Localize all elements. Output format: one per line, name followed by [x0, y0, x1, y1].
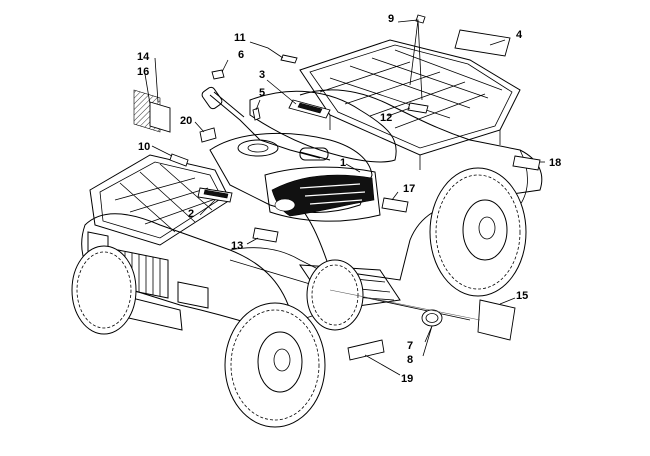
callout-18: 18	[549, 157, 561, 169]
decal-18	[512, 155, 541, 171]
decal-19	[347, 339, 385, 361]
decal-9	[415, 14, 426, 24]
rear-left-wheel	[306, 259, 364, 331]
callout-13: 13	[231, 240, 243, 252]
callout-19: 19	[401, 373, 413, 385]
callout-labels: 1 2 3 4 5 6 7 8 9 10 11 12 13 14 15 16 1…	[137, 13, 561, 385]
callout-16: 16	[137, 66, 149, 78]
callout-10: 10	[138, 141, 150, 153]
callout-7: 7	[407, 340, 413, 352]
decal-16	[149, 101, 171, 133]
leader-lines	[144, 19, 545, 376]
decal-12	[407, 102, 429, 114]
decal-8	[425, 313, 439, 323]
decal-7	[421, 309, 443, 327]
callout-20: 20	[180, 115, 192, 127]
decals	[133, 14, 541, 361]
callout-8: 8	[407, 354, 413, 366]
rear-right-wheel	[429, 167, 527, 297]
callout-2: 2	[188, 208, 194, 220]
callout-11: 11	[234, 32, 246, 44]
callout-4: 4	[516, 29, 523, 41]
callout-17: 17	[403, 183, 415, 195]
front-right-wheel	[224, 302, 326, 428]
decal-15	[477, 299, 516, 341]
callout-14: 14	[137, 51, 150, 63]
front-left-wheel	[71, 245, 137, 335]
callout-9: 9	[388, 13, 394, 25]
decal-11	[280, 54, 298, 64]
decal-13	[252, 227, 279, 243]
callout-6: 6	[238, 49, 244, 61]
callout-12: 12	[380, 112, 392, 124]
callout-1: 1	[340, 157, 346, 169]
callout-5: 5	[259, 87, 265, 99]
callout-3: 3	[259, 69, 265, 81]
callout-15: 15	[516, 290, 528, 302]
decal-17	[381, 197, 409, 213]
decal-10	[169, 153, 189, 167]
decal-4	[454, 29, 511, 57]
decal-6	[211, 69, 225, 80]
